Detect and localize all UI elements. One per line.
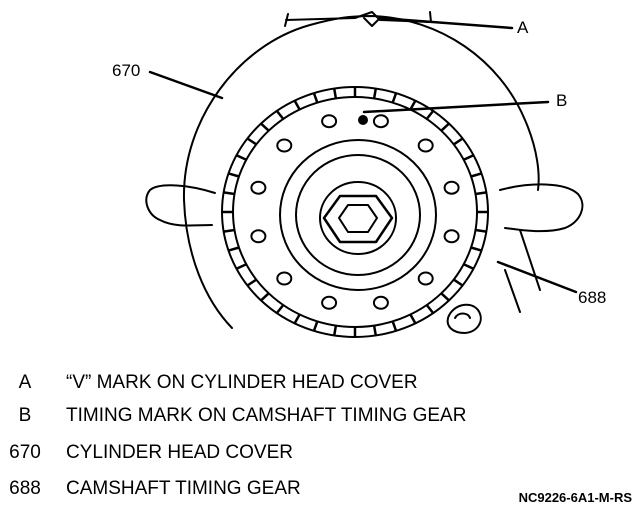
gear-tooth [312, 320, 319, 332]
callout-b: B [556, 91, 568, 110]
callout-670: 670 [112, 61, 141, 80]
gear-tooth [475, 228, 487, 233]
gear-tooth [453, 278, 464, 287]
gear-tooth [470, 246, 482, 252]
legend-key: 688 [9, 478, 41, 499]
gear-hole [372, 295, 389, 310]
gear-tooth [332, 325, 338, 336]
gear-tooth [293, 99, 301, 111]
gear-tooth [312, 92, 319, 104]
gear-tooth [372, 325, 378, 336]
legend-key: 670 [9, 442, 41, 463]
gear-tooth [470, 172, 482, 178]
gear-hole [443, 229, 460, 244]
gear-tooth [275, 110, 285, 120]
leader-688 [496, 260, 578, 294]
legend-key: B [18, 405, 32, 426]
legend-row: B TIMING MARK ON CAMSHAFT TIMING GEAR [0, 405, 640, 435]
gear-hole [250, 229, 267, 244]
gear-tooth [223, 228, 235, 233]
gear-tooth [440, 122, 450, 132]
gear-tooth [425, 110, 435, 120]
gear-tooth [260, 122, 270, 132]
gear-tooth [425, 304, 435, 314]
figure-id: NC9226-6A1-M-RS [518, 490, 632, 505]
legend-row: A “V” MARK ON CYLINDER HEAD COVER [0, 372, 640, 402]
gear-tooth [440, 292, 450, 302]
legend-row: 670 CYLINDER HEAD COVER [0, 442, 640, 472]
gear-tooth [409, 99, 417, 111]
gear-tooth [463, 263, 475, 270]
right-mount-ear [499, 183, 584, 233]
gear-teeth [222, 87, 488, 337]
gear-tooth [223, 191, 235, 196]
v-mark [363, 17, 381, 27]
gear-tooth [246, 278, 257, 287]
center-bolt-head [322, 194, 394, 244]
gear-hole [372, 114, 389, 129]
legend-text: CAMSHAFT TIMING GEAR [66, 478, 301, 499]
gear-tooth [260, 292, 270, 302]
gear-hole [321, 114, 338, 129]
gear-hole [276, 271, 293, 286]
gear-holes [250, 114, 460, 310]
gear-tooth [475, 191, 487, 196]
center-bolt-washer [319, 181, 397, 255]
gear-tooth [293, 313, 301, 325]
gear-tooth [409, 313, 417, 325]
gear-hole [276, 138, 293, 153]
gear-tooth [246, 137, 257, 146]
left-mount-ear [145, 184, 216, 227]
gear-tooth [463, 154, 475, 161]
leader-a [378, 16, 514, 30]
gear-tooth [235, 154, 247, 161]
legend-text: CYLINDER HEAD COVER [66, 442, 293, 463]
gear-hole [417, 138, 434, 153]
gear-tooth [275, 304, 285, 314]
gear-hole [417, 271, 434, 286]
gear-tooth [372, 88, 378, 99]
timing-mark-dot [358, 115, 368, 125]
leader-b [362, 100, 550, 114]
timing-gear-diagram [145, 11, 584, 338]
gear-hole [250, 180, 267, 195]
leader-670 [148, 70, 224, 100]
gear-tooth [228, 246, 240, 252]
gear-tooth [391, 320, 398, 332]
legend-row: 688 CAMSHAFT TIMING GEAR [0, 478, 640, 508]
cylinder-head-cover-outline [182, 15, 540, 329]
gear-hub [279, 139, 437, 291]
legend-text: TIMING MARK ON CAMSHAFT TIMING GEAR [66, 405, 467, 426]
gear-tooth [391, 92, 398, 104]
gear-hole [443, 180, 460, 195]
gear-tooth [228, 172, 240, 178]
gear-tooth [453, 137, 464, 146]
legend-text: “V” MARK ON CYLINDER HEAD COVER [66, 372, 418, 393]
gear-hole [321, 295, 338, 310]
gear-tooth [332, 88, 338, 99]
legend-key: A [18, 372, 32, 393]
callout-688: 688 [578, 288, 607, 307]
callout-a: A [517, 18, 529, 37]
gear-tooth [235, 263, 247, 270]
